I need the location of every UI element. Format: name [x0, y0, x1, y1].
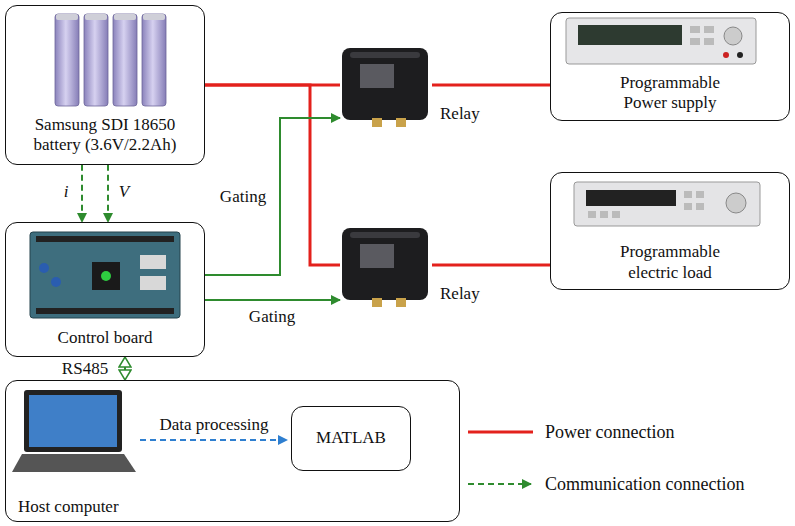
- power-line: [205, 85, 340, 265]
- display: [586, 190, 676, 206]
- knob: [724, 27, 742, 45]
- matlab-box: MATLAB: [291, 406, 411, 471]
- relay-marking: [360, 64, 394, 88]
- relay-terminal: [372, 118, 382, 127]
- terminal: [723, 52, 729, 58]
- button: [588, 211, 596, 218]
- power-supply-illustration: [566, 18, 756, 64]
- edge-label: i: [62, 183, 71, 200]
- measurement-arrow: [107, 165, 109, 222]
- button: [612, 211, 620, 218]
- button: [704, 26, 714, 33]
- data-flow-arrow: [140, 439, 287, 441]
- node-label: Programmable Power supply: [610, 73, 730, 114]
- relay: Relay: [340, 220, 432, 310]
- battery-cap: [114, 14, 136, 20]
- device-body: [566, 18, 756, 64]
- capacitor: [39, 263, 49, 273]
- laptop-screen: [29, 395, 117, 447]
- led: [101, 271, 111, 281]
- button: [696, 191, 704, 198]
- control-board-illustration: [30, 232, 180, 318]
- legend-line: [468, 483, 531, 485]
- knob: [726, 193, 746, 213]
- laptop-screen-bezel: [24, 390, 122, 452]
- battery-cell: [84, 14, 108, 106]
- laptop-base: [12, 454, 136, 472]
- battery-cap: [56, 14, 78, 20]
- battery-cap: [143, 14, 165, 20]
- pin-header: [36, 308, 174, 314]
- legend-line: [468, 431, 533, 434]
- terminal: [737, 52, 743, 58]
- battery-cell: [142, 14, 166, 106]
- button: [690, 26, 700, 33]
- laptop-illustration: [12, 390, 136, 472]
- power-line: [432, 84, 550, 87]
- relay-terminal: [372, 298, 382, 307]
- legend: Power connectionCommunication connection: [465, 420, 744, 524]
- relay-marking: [360, 244, 394, 268]
- battery-cap: [85, 14, 107, 20]
- button: [690, 38, 700, 45]
- battery-cell: [55, 14, 79, 106]
- node-label: Samsung SDI 18650 battery (3.6V/2.2Ah): [21, 115, 189, 156]
- legend-text: Power connection: [545, 422, 674, 443]
- node-label: Relay: [440, 104, 480, 124]
- legend-item: Power connection: [465, 420, 744, 444]
- relay-terminal: [396, 298, 406, 307]
- relay-illustration: [342, 48, 428, 127]
- relay: Relay: [340, 40, 432, 130]
- battery-box: Samsung SDI 18650 battery (3.6V/2.2Ah): [5, 5, 205, 165]
- battery-cell: [113, 14, 137, 106]
- edge-label: Gating: [218, 188, 268, 205]
- control-board-box: Control board: [5, 222, 205, 357]
- legend-text: Communication connection: [545, 474, 744, 495]
- edge-label: V: [117, 183, 131, 200]
- display: [578, 25, 682, 45]
- pin-header: [36, 236, 174, 242]
- gating-arrow: [205, 299, 340, 301]
- legend-item: Communication connection: [465, 472, 744, 496]
- gating-arrow: [205, 118, 340, 275]
- host-computer-box: Host computer MATLAB: [5, 380, 460, 522]
- capacitor: [51, 277, 61, 287]
- button: [684, 203, 692, 210]
- measurement-arrow: [81, 165, 83, 222]
- communication-line-sample: [465, 474, 537, 494]
- communication-arrow: [124, 357, 126, 380]
- button: [704, 38, 714, 45]
- edge-label: Gating: [247, 308, 297, 325]
- node-label: Relay: [440, 284, 480, 304]
- node-label: Control board: [58, 328, 153, 348]
- node-label: MATLAB: [316, 428, 386, 448]
- power-line: [432, 264, 550, 267]
- button: [696, 203, 704, 210]
- relay-body: [342, 228, 428, 300]
- electric-load-box: Programmable electric load: [550, 172, 790, 290]
- relay-body: [342, 48, 428, 120]
- flow-label: Data processing: [157, 416, 270, 433]
- node-label: Host computer: [18, 497, 119, 517]
- component: [140, 255, 166, 269]
- chip: [92, 262, 120, 290]
- button: [684, 191, 692, 198]
- node-label: Programmable electric load: [610, 242, 730, 283]
- power-supply-box: Programmable Power supply: [550, 12, 790, 121]
- relay-highlight: [350, 52, 420, 58]
- relay-terminal: [396, 118, 406, 127]
- electric-load-illustration: [574, 182, 760, 226]
- pcb: [30, 232, 180, 318]
- relay-illustration: [342, 228, 428, 307]
- component: [140, 276, 166, 290]
- relay-highlight: [350, 232, 420, 238]
- edge-label: RS485: [60, 360, 110, 377]
- button: [600, 211, 608, 218]
- device-body: [574, 182, 760, 226]
- power-line-sample: [465, 422, 537, 442]
- battery-illustration: [55, 14, 166, 106]
